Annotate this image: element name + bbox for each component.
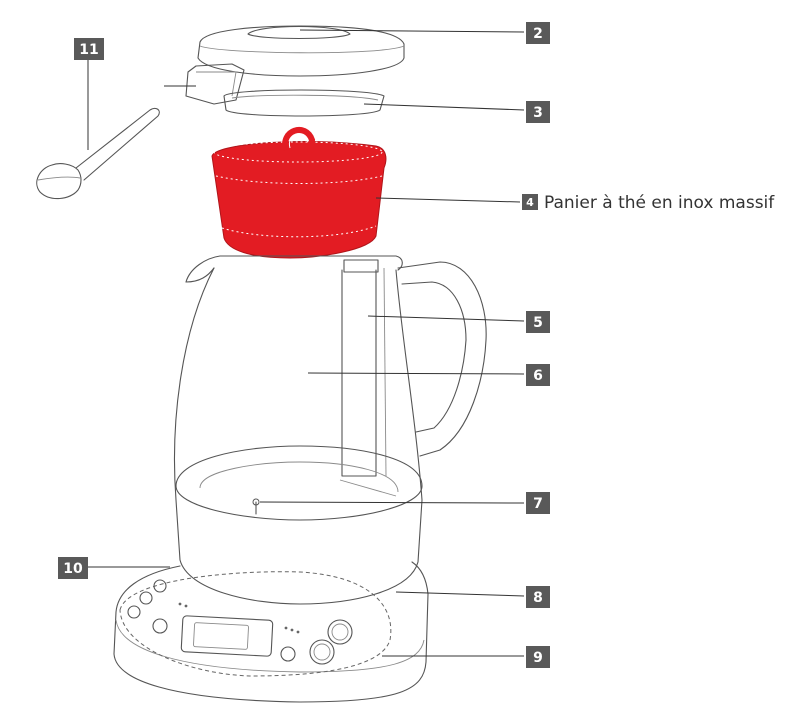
heating-base	[113, 561, 429, 703]
callout-4-caption: Panier à thé en inox massif	[544, 193, 775, 213]
leader-lines	[87, 29, 525, 657]
callout-7: 7	[526, 492, 550, 514]
callout-10: 10	[58, 557, 88, 579]
callout-5-label: 5	[533, 315, 543, 331]
callout-9-label: 9	[533, 650, 543, 666]
callout-8-label: 8	[533, 590, 543, 606]
callout-10-label: 10	[63, 561, 83, 577]
filter-disc	[223, 89, 385, 117]
callout-2: 2	[526, 22, 550, 44]
kettle-lid	[185, 25, 405, 105]
callout-6-label: 6	[533, 368, 543, 384]
tea-basket-highlighted	[211, 127, 387, 259]
callout-9: 9	[526, 646, 550, 668]
callout-6: 6	[526, 364, 550, 386]
callout-4-label: 4	[526, 196, 534, 209]
callout-7-label: 7	[533, 496, 543, 512]
callout-3-label: 3	[533, 105, 543, 121]
callout-11: 11	[74, 38, 104, 60]
callout-8: 8	[526, 586, 550, 608]
callout-11-label: 11	[79, 42, 98, 58]
tea-scoop	[36, 107, 160, 200]
callout-5: 5	[526, 311, 550, 333]
glass-jug	[173, 255, 487, 605]
callout-2-label: 2	[533, 26, 543, 42]
callout-3: 3	[526, 101, 550, 123]
callout-4: 4 Panier à thé en inox massif	[522, 193, 775, 213]
